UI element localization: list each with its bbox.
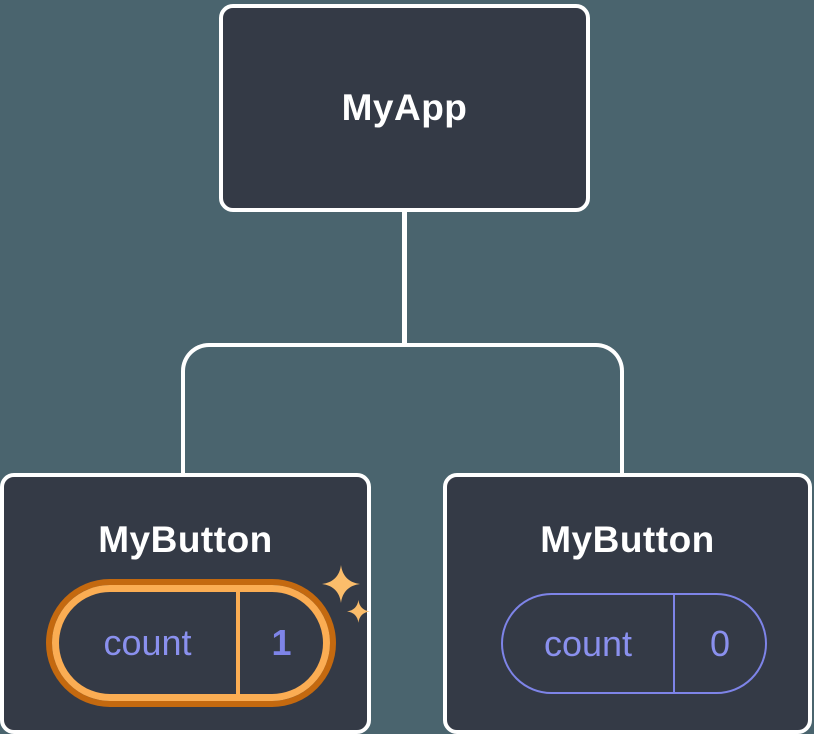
state-pill-highlighted: count 1	[52, 585, 330, 701]
connector-branch	[181, 343, 624, 473]
state-name: count	[503, 595, 675, 692]
child-node-right-label: MyButton	[540, 519, 715, 560]
state-value: 0	[709, 622, 731, 664]
state-pill: count 0	[501, 593, 767, 694]
connector-root-stem	[402, 210, 407, 346]
child-node-left: MyButton count 1	[0, 473, 371, 734]
child-node-right: MyButton count 0	[443, 473, 812, 734]
child-node-left-label: MyButton	[98, 519, 273, 560]
root-node: MyApp	[219, 4, 590, 212]
root-node-label: MyApp	[341, 87, 468, 128]
state-value: 1	[271, 622, 292, 663]
state-name: count	[59, 592, 240, 694]
